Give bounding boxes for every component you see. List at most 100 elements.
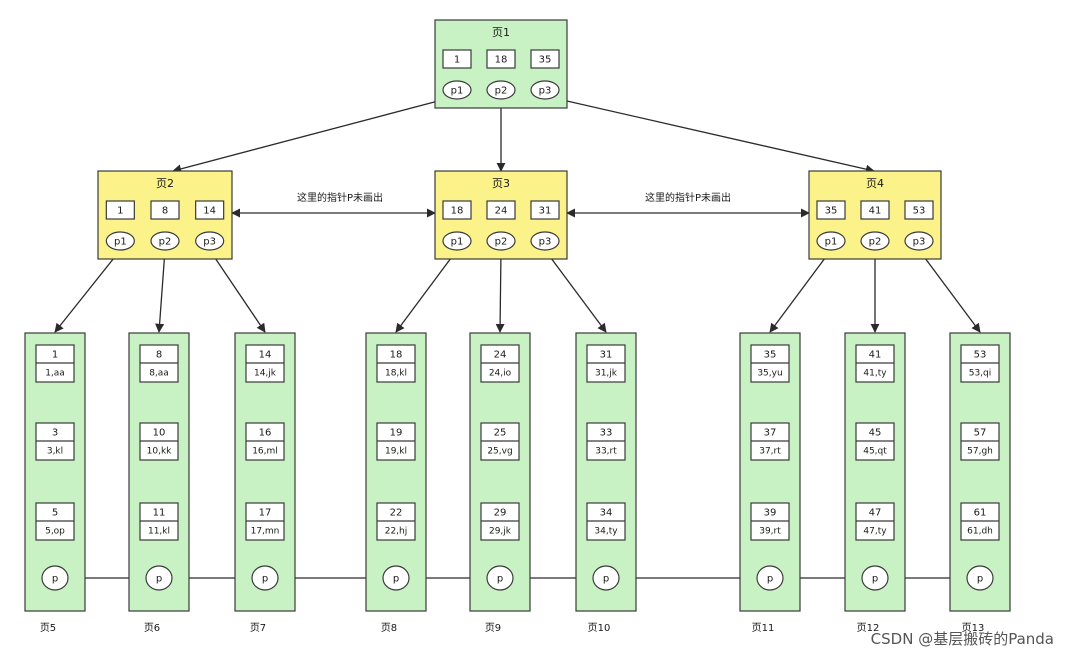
watermark: CSDN @基层搬砖的Panda xyxy=(870,630,1054,648)
leaf-page-6-record-key: 8 xyxy=(156,350,162,361)
leaf-page-11-record-value: 39,rt xyxy=(759,527,781,537)
internal-page-2-pointer-label: p1 xyxy=(114,237,127,248)
leaf-page-5-record-value: 3,kl xyxy=(47,447,63,457)
internal-page-4-title: 页4 xyxy=(866,177,884,190)
internal-page-3-key-box xyxy=(486,200,516,220)
leaf-page-9-record-value: 25,vg xyxy=(487,447,512,457)
leaf-page-6-title: 页6 xyxy=(144,622,160,634)
leaf-page-12-record-value: 47,ty xyxy=(863,527,887,537)
leaf-page-11-next-pointer xyxy=(756,565,784,591)
leaf-page-10-record-value: 33,rt xyxy=(595,447,617,457)
leaf-page-10-record-value: 34,ty xyxy=(594,527,618,537)
leaf-page-8-record-key: 18 xyxy=(390,350,403,361)
leaf-page-12-record-key: 41 xyxy=(869,350,882,361)
internal-page-2-key: 1 xyxy=(117,206,123,217)
leaf-page-10-record-key: 33 xyxy=(600,428,613,439)
root-page-pointer xyxy=(442,80,472,100)
internal-page-4-key-box xyxy=(816,200,846,220)
leaf-page-10-next-pointer-label: p xyxy=(603,574,609,585)
leaf-page-5-record-key: 3 xyxy=(52,428,58,439)
leaf-page-6-record-value: 10,kk xyxy=(147,447,173,457)
leaf-page-12-record-key: 47 xyxy=(869,508,882,519)
internal-page-2-pointer xyxy=(195,231,225,251)
leaf-page-5-next-pointer-label: p xyxy=(52,574,58,585)
internal-page-3-pointer-label: p2 xyxy=(495,237,508,248)
internal-page-3-key: 31 xyxy=(539,206,552,217)
sibling-note: 这里的指针P未画出 xyxy=(645,191,731,204)
leaf-page-13-record-value: 53,qi xyxy=(969,369,992,379)
leaf-page-5-next-pointer xyxy=(41,565,69,591)
leaf-page-13-record-value: 57,gh xyxy=(967,447,993,457)
root-page-key-box xyxy=(486,49,516,69)
root-page-pointer-label: p3 xyxy=(539,86,552,97)
internal-page-4-key: 35 xyxy=(825,206,838,217)
root-page-key-box xyxy=(530,49,560,69)
root-page-key: 1 xyxy=(454,55,460,66)
root-page-pointer-label: p1 xyxy=(451,86,464,97)
leaf-page-11-record-value: 35,yu xyxy=(757,369,782,379)
leaf-page-13-next-pointer-label: p xyxy=(977,574,983,585)
edge-page-3-to-leaf xyxy=(495,249,505,333)
leaf-page-12-record-value: 41,ty xyxy=(863,369,887,379)
edge-page-2-to-leaf xyxy=(54,249,121,333)
internal-page-4-pointer xyxy=(904,231,934,251)
leaf-page-7-record-value: 16,ml xyxy=(252,447,278,457)
internal-page-4-pointer xyxy=(860,231,890,251)
edge-page-3-to-leaf xyxy=(544,249,607,333)
internal-page-3-key: 24 xyxy=(495,206,508,217)
root-page-key-box xyxy=(442,49,472,69)
leaf-page-11-record-key: 39 xyxy=(764,508,777,519)
leaf-page-12-title: 页12 xyxy=(857,622,880,634)
internal-page-3-pointer-label: p3 xyxy=(539,237,552,248)
leaf-page-8-next-pointer-label: p xyxy=(393,574,399,585)
leaf-page-5-record-key: 1 xyxy=(52,350,58,361)
leaf-page-7-record-value: 14,jk xyxy=(254,369,277,379)
leaf-page-12-next-pointer-label: p xyxy=(872,574,878,585)
leaf-page-8-title: 页8 xyxy=(381,622,397,634)
leaf-page-13-title: 页13 xyxy=(962,622,985,634)
leaf-page-9-record-key: 25 xyxy=(494,428,507,439)
sibling-note: 这里的指针P未画出 xyxy=(297,191,383,204)
leaf-page-13-record-key: 61 xyxy=(974,508,987,519)
internal-page-2-key-box xyxy=(105,200,135,220)
internal-page-3-pointer-label: p1 xyxy=(451,237,464,248)
root-page-pointer xyxy=(486,80,516,100)
leaf-page-5-record-key: 5 xyxy=(52,508,58,519)
edge-page-3-to-leaf xyxy=(395,249,458,333)
leaf-page-6-record-value: 8,aa xyxy=(149,369,169,379)
leaf-page-8-record-value: 18,kl xyxy=(385,369,407,379)
internal-page-4-pointer-label: p1 xyxy=(825,237,838,248)
leaf-page-13-record-key: 53 xyxy=(974,350,987,361)
internal-page-4-key: 53 xyxy=(913,206,926,217)
internal-page-2-title: 页2 xyxy=(156,177,174,190)
leaf-page-6-next-pointer-label: p xyxy=(156,574,162,585)
internal-page-2-pointer xyxy=(105,231,135,251)
edge-root-to-page-4 xyxy=(544,95,875,174)
internal-page-4-key-box xyxy=(904,200,934,220)
leaf-page-8-next-pointer xyxy=(382,565,410,591)
internal-page-4-pointer-label: p2 xyxy=(869,237,882,248)
leaf-page-8-record-value: 19,kl xyxy=(385,447,407,457)
leaf-page-12-record-value: 45,qt xyxy=(863,447,887,457)
edge-root-to-page-2 xyxy=(172,95,458,174)
leaf-page-5-record-value: 1,aa xyxy=(45,369,65,379)
leaf-page-9-title: 页9 xyxy=(485,622,501,634)
internal-page-3-title: 页3 xyxy=(492,177,510,190)
internal-page-4-key-box xyxy=(860,200,890,220)
leaf-page-13-record-value: 61,dh xyxy=(967,527,993,537)
leaf-page-5-record-value: 5,op xyxy=(45,527,65,537)
internal-page-4-pointer-label: p3 xyxy=(913,237,926,248)
leaf-page-11-next-pointer-label: p xyxy=(767,574,773,585)
leaf-page-7-next-pointer-label: p xyxy=(262,574,268,585)
root-page-key: 18 xyxy=(495,55,508,66)
leaf-page-11-record-value: 37,rt xyxy=(759,447,781,457)
